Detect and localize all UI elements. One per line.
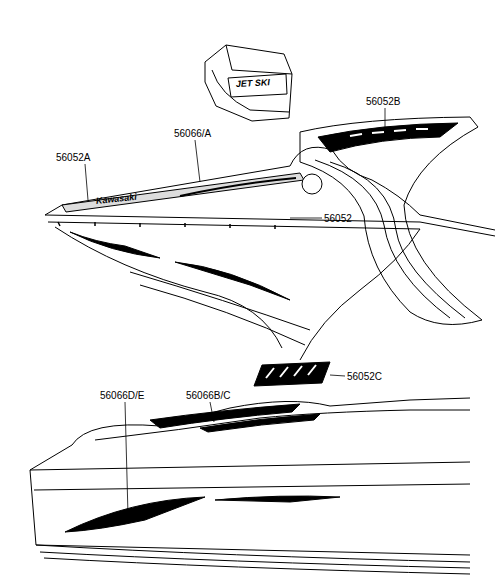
hood-part xyxy=(205,45,292,121)
callout-number: 56052A xyxy=(56,152,90,163)
upper-hull xyxy=(45,147,495,360)
callout-number: 56066/A xyxy=(174,128,211,139)
leader-lines xyxy=(85,108,385,515)
callout-number: 56066D/E xyxy=(100,390,144,401)
callout-number: 56052B xyxy=(366,96,400,107)
decal-text: Kawasaki xyxy=(95,193,137,207)
callout-number: 56052C xyxy=(347,371,382,382)
name-decal xyxy=(254,362,330,386)
callout-number: 56066B/C xyxy=(186,390,230,401)
decal-text: JET SKI xyxy=(236,78,270,90)
lower-hull xyxy=(30,398,470,574)
callout-number: 56052 xyxy=(324,213,352,224)
